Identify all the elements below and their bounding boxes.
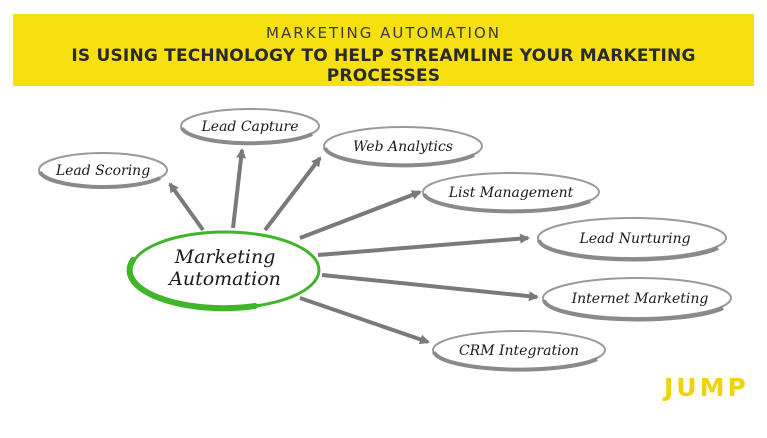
arrows	[168, 148, 539, 345]
arrow-to-list-management	[299, 190, 422, 240]
jump-logo: JUMP	[664, 373, 749, 402]
banner-title: MARKETING AUTOMATION	[266, 24, 501, 42]
arrow-to-internet-marketing	[321, 273, 539, 302]
node-label: CRM Integration	[459, 343, 579, 359]
node-label: Web Analytics	[353, 139, 453, 155]
arrow-to-lead-capture	[231, 148, 247, 229]
center-label-line1: Marketing	[174, 246, 276, 268]
node-label: Lead Capture	[201, 119, 299, 135]
center-label-line2: Automation	[167, 268, 281, 290]
node-label: List Management	[448, 185, 574, 201]
node-lead-capture: Lead Capture	[180, 108, 320, 146]
banner-subtitle: IS USING TECHNOLOGY TO HELP STREAMLINE Y…	[71, 46, 696, 86]
arrow-to-lead-scoring	[168, 182, 205, 232]
node-label: Lead Nurturing	[578, 231, 690, 247]
node-web-analytics: Web Analytics	[323, 126, 483, 168]
node-lead-scoring: Lead Scoring	[38, 152, 168, 189]
arrow-to-crm-integration	[299, 296, 430, 345]
arrow-to-web-analytics	[263, 156, 322, 232]
node-label: Internet Marketing	[571, 291, 709, 307]
node-lead-nurturing: Lead Nurturing	[537, 217, 727, 262]
center-node: Marketing Automation	[126, 230, 321, 312]
node-internet-marketing: Internet Marketing	[542, 277, 732, 322]
arrow-to-lead-nurturing	[317, 233, 530, 257]
node-label: Lead Scoring	[55, 163, 150, 179]
node-list-management: List Management	[422, 172, 600, 214]
header-banner: MARKETING AUTOMATION IS USING TECHNOLOGY…	[13, 14, 754, 86]
node-crm-integration: CRM Integration	[432, 330, 606, 372]
